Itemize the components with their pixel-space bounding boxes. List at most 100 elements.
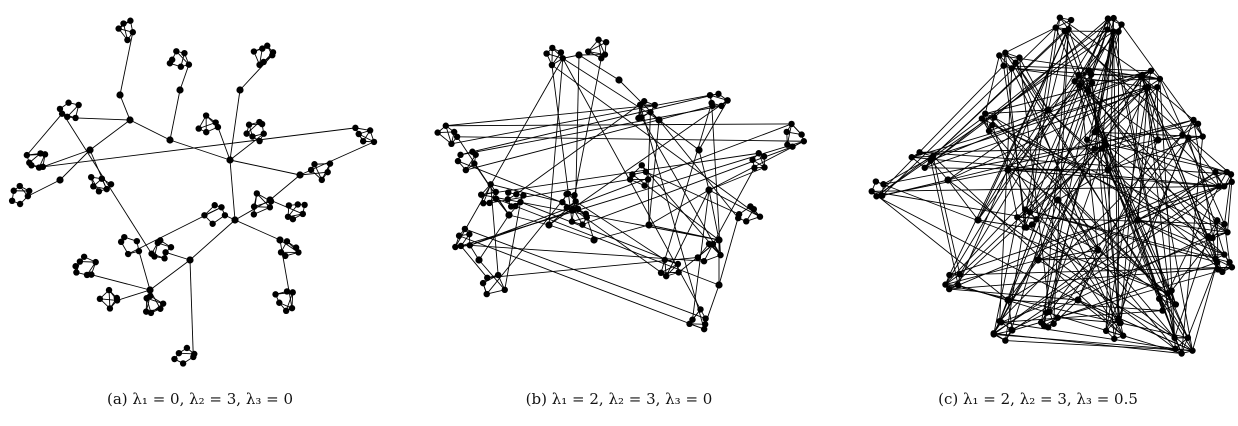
graph-edge (1101, 119, 1194, 149)
graph-node (564, 190, 572, 197)
graph-edge (229, 89, 241, 161)
graph-node (644, 176, 652, 183)
graph-node (706, 91, 714, 99)
graph-node (751, 164, 758, 172)
graph-node (236, 86, 244, 94)
graph-edge (1037, 254, 1225, 261)
graph-node (231, 216, 239, 224)
graph-edge (1068, 28, 1176, 338)
graph-node (1067, 16, 1075, 24)
graph-node (1142, 84, 1149, 91)
graph-node (978, 115, 986, 122)
graph-edge (949, 266, 1232, 290)
graph-node (626, 176, 634, 183)
graph-edge (876, 31, 1114, 197)
graph-node (106, 305, 114, 312)
graph-edge (59, 108, 152, 254)
graph-node (276, 236, 284, 244)
graph-node (250, 203, 258, 210)
graph-node (590, 236, 598, 244)
graph-node (26, 159, 33, 166)
graph-edge (75, 117, 131, 121)
graph-node (1214, 266, 1222, 273)
graph-drawing-c (868, 14, 1236, 357)
graph-node (1221, 220, 1228, 228)
graph-node (1044, 106, 1052, 114)
graph-edge (460, 245, 488, 279)
graph-edge (930, 74, 1143, 161)
graph-node (24, 192, 32, 200)
graph-node (35, 164, 43, 171)
graph-node (146, 292, 154, 300)
graph-node (641, 182, 648, 189)
graph-edge (299, 171, 328, 176)
graph-edge (993, 185, 1219, 334)
graph-node (283, 288, 291, 295)
graph-edge (1077, 299, 1124, 337)
graph-node (58, 110, 66, 117)
graph-node (974, 216, 982, 224)
graph-node (23, 151, 31, 159)
graph-node (946, 285, 953, 293)
graph-node (282, 307, 290, 315)
graph-node (96, 295, 104, 303)
graph-node (1134, 216, 1142, 224)
graph-node (615, 76, 623, 84)
graph-node (72, 114, 79, 122)
graph-node (450, 128, 458, 136)
graph-edge (457, 136, 804, 142)
graph-node (173, 48, 180, 55)
graph-drawing-b (434, 36, 808, 333)
graph-edge (1120, 87, 1158, 324)
graph-edge (876, 65, 1004, 197)
graph-node (294, 201, 301, 208)
graph-node (41, 151, 49, 158)
graph-node (1008, 326, 1015, 333)
graph-node (299, 210, 307, 218)
graph-edge (1077, 299, 1193, 352)
graph-edge (1167, 186, 1220, 294)
graph-node (26, 187, 33, 195)
graph-edge (947, 179, 1176, 350)
graph-node (655, 116, 663, 124)
graph-node (645, 221, 653, 229)
graph-edge (871, 190, 1037, 220)
graph-node (107, 181, 115, 188)
graph-node (253, 190, 261, 197)
graph-edge (1007, 299, 1163, 312)
graph-edge (42, 127, 356, 168)
graph-node (1052, 24, 1059, 31)
graph-edge (548, 58, 564, 226)
graph-edge (1036, 148, 1095, 220)
graph-node (651, 101, 658, 109)
graph-node (1061, 27, 1068, 35)
graph-edge (481, 152, 759, 196)
graph-node (702, 315, 709, 322)
graph-node (520, 192, 527, 199)
graph-edge (1120, 76, 1142, 324)
graph-node (267, 198, 275, 205)
graph-node (475, 256, 483, 264)
graph-edge (1074, 80, 1218, 221)
graph-edge (1057, 199, 1124, 336)
graph-node (1213, 217, 1221, 224)
graph-edge (472, 93, 719, 153)
graph-node (1212, 255, 1219, 262)
graph-node (289, 289, 296, 296)
graph-node (243, 130, 250, 137)
graph-node (1154, 83, 1161, 91)
graph-node (1104, 26, 1111, 33)
graph-node (72, 263, 79, 270)
graph-node (209, 220, 216, 227)
graph-node (466, 231, 473, 238)
graph-edge (1192, 262, 1218, 351)
graph-edge (924, 17, 1114, 169)
graph-edge (454, 58, 564, 248)
graph-node (755, 150, 762, 157)
graph-node (1071, 78, 1078, 85)
graph-node (642, 168, 650, 176)
graph-edge (981, 118, 1209, 237)
graph-edge (876, 134, 1183, 197)
graph-node (288, 304, 296, 312)
graph-edge (578, 54, 620, 81)
